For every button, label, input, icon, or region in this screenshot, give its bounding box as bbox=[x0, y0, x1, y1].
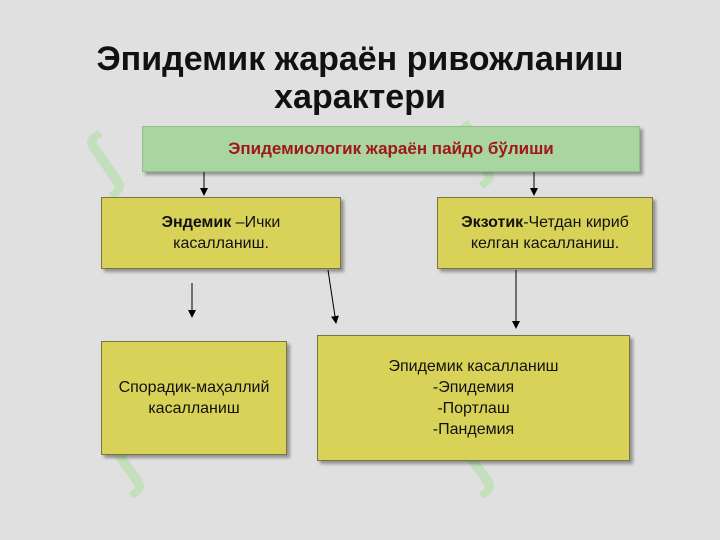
exotic-line-1: Экзотик-Четдан кириб bbox=[461, 212, 629, 233]
endemic-line-1: Эндемик –Ички bbox=[162, 212, 281, 233]
sporadic-box: Спорадик-маҳаллий касалланиш bbox=[101, 341, 287, 455]
epidemic-line-1: Эпидемик касалланиш bbox=[388, 358, 559, 375]
arrow-endemic-epidemic bbox=[327, 269, 339, 324]
title-line-1: Эпидемик жараён ривожланиш bbox=[96, 40, 624, 78]
epidemic-line-4: -Пандемия bbox=[432, 421, 515, 438]
sporadic-line-2: касалланиш bbox=[148, 400, 240, 417]
epidemic-box: Эпидемик касалланиш -Эпидемия -Портлаш -… bbox=[317, 335, 630, 461]
exotic-term: Экзотик bbox=[461, 214, 524, 231]
endemic-term: Эндемик bbox=[161, 214, 232, 231]
endemic-box: Эндемик –Ички касалланиш. bbox=[101, 197, 341, 269]
origin-box: Эпидемиологик жараён пайдо бўлиши bbox=[142, 126, 640, 172]
exotic-line-2: келган касалланиш. bbox=[470, 235, 620, 252]
slide-title: Эпидемик жараён ривожланиш характери bbox=[40, 40, 680, 116]
endemic-desc: –Ички bbox=[231, 214, 281, 231]
origin-label: Эпидемиологик жараён пайдо бўлиши bbox=[228, 139, 554, 158]
sporadic-line-1: Спорадик-маҳаллий bbox=[118, 379, 270, 396]
exotic-box: Экзотик-Четдан кириб келган касалланиш. bbox=[437, 197, 653, 269]
endemic-line-2: касалланиш. bbox=[173, 235, 269, 252]
epidemic-line-3: -Портлаш bbox=[437, 400, 510, 417]
title-line-2: характери bbox=[274, 78, 446, 116]
exotic-desc: -Четдан кириб bbox=[523, 214, 629, 231]
epidemic-line-2: -Эпидемия bbox=[432, 379, 515, 396]
